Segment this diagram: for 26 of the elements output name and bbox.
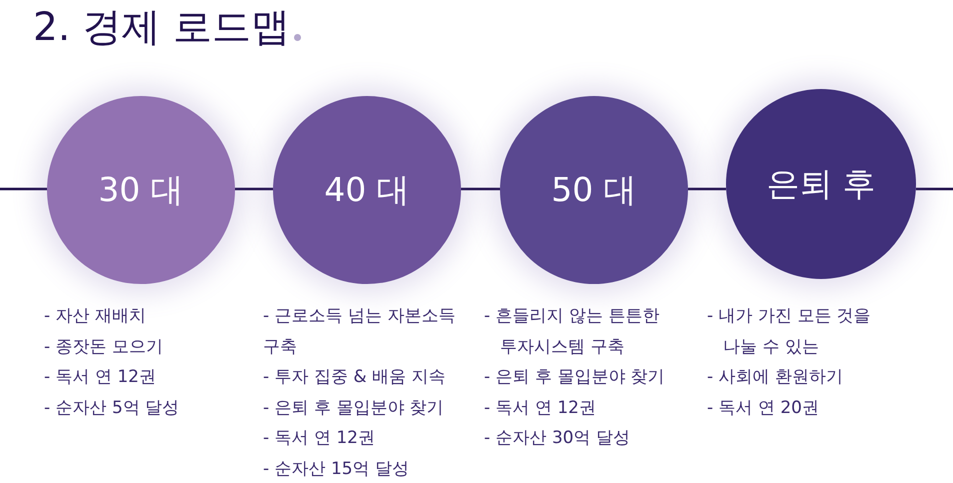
bullet-text: - 근로소득 넘는 자본소득 구축	[263, 305, 456, 358]
connector-line	[688, 188, 726, 190]
connector-line	[235, 188, 273, 190]
bullet-text: - 내가 가진 모든 것을 나눌 수 있는	[707, 305, 872, 358]
connector-line	[0, 188, 47, 190]
stage-label: 은퇴 후	[766, 164, 876, 204]
stage-label: 50 대	[551, 170, 637, 210]
bullet-text: - 흔들리지 않는 튼튼한 투자시스템 구축	[484, 305, 660, 358]
bullet-text: - 자산 재배치	[44, 305, 146, 328]
bullet-text: - 순자산 15억 달성	[263, 458, 409, 480]
title: 2. 경제 로드맵	[33, 4, 290, 52]
bullet-text: - 은퇴 후 몰입분야 찾기	[484, 366, 665, 389]
bullet-text: - 은퇴 후 몰입분야 찾기	[263, 396, 444, 420]
stage-label: 40 대	[324, 170, 410, 210]
bullet-text: - 독서 연 12권	[484, 396, 596, 420]
bullet-text: - 순자산 30억 달성	[484, 427, 630, 450]
bullet-text: - 순자산 5억 달성	[44, 396, 180, 420]
connector-line	[461, 188, 500, 190]
connector-line	[916, 188, 953, 190]
bullet-text: - 독서 연 20권	[707, 396, 819, 420]
bullet-text: - 독서 연 12권	[44, 366, 156, 389]
bullet-text: - 사회에 환원하기	[707, 366, 843, 389]
bullet-text: - 독서 연 12권	[263, 427, 375, 450]
bullet-text: - 종잣돈 모으기	[44, 336, 163, 358]
bullet-text: - 투자 집중 & 배움 지속	[263, 366, 446, 389]
stage-label: 30 대	[98, 170, 184, 210]
